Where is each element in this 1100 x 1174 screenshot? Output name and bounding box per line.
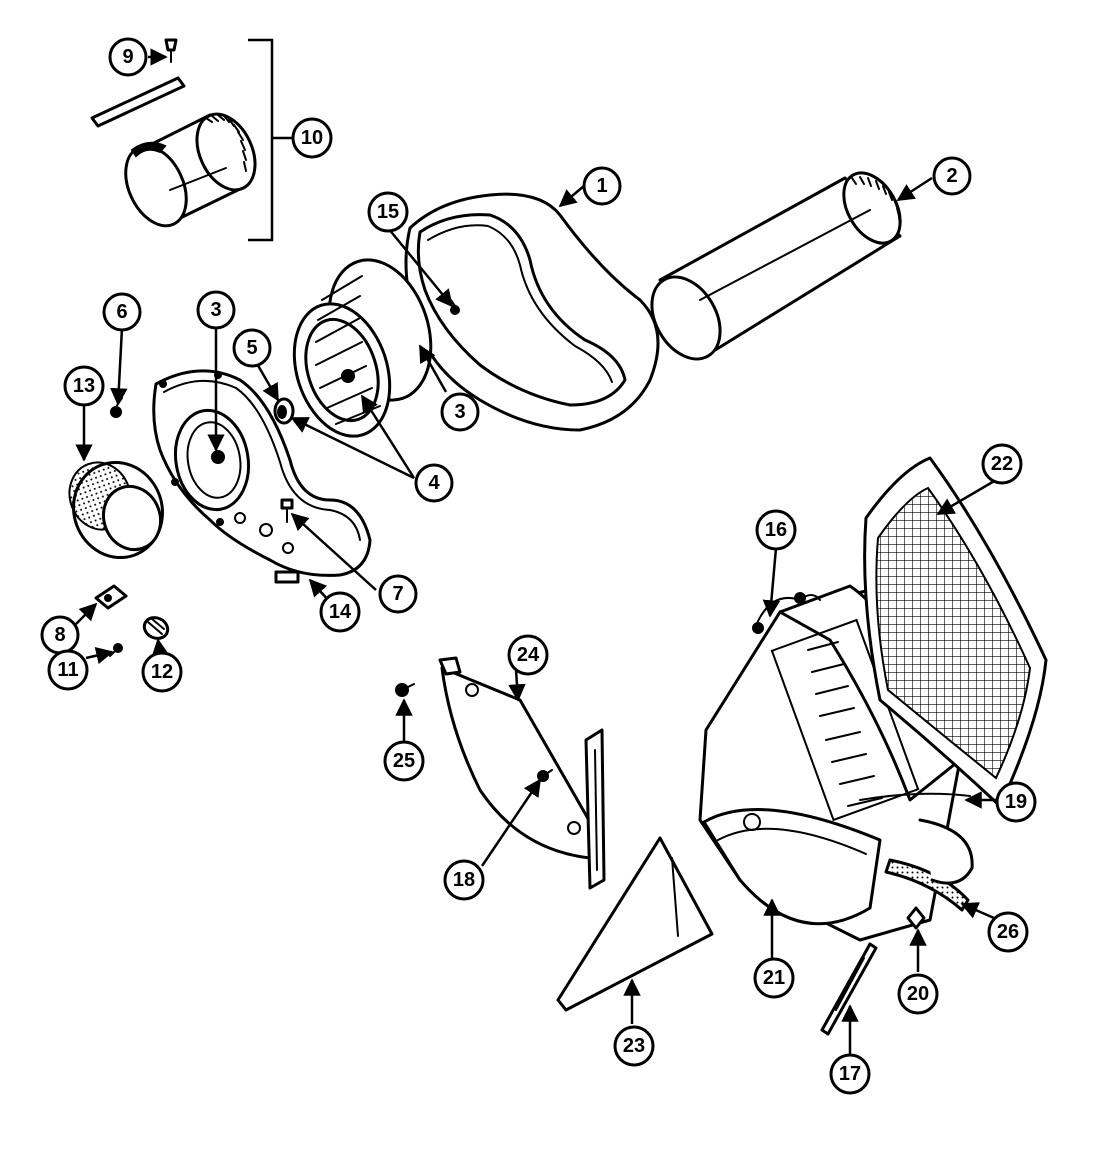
svg-text:25: 25 [393,750,415,772]
callout-10: 10 [291,117,333,159]
svg-text:5: 5 [246,337,257,359]
callout-18: 18 [443,859,485,901]
part-2-exhaust-tube [650,171,902,361]
part-16-wire-harness [752,592,821,634]
callout-8: 8 [40,615,80,655]
svg-text:13: 13 [73,375,95,397]
svg-text:15: 15 [377,201,399,223]
part-1-duct [404,192,660,432]
part-12-grommet [142,616,170,640]
callout-14: 14 [319,591,361,633]
callout-21: 21 [753,957,795,999]
callout-22: 22 [981,443,1023,485]
callout-24: 24 [507,634,549,676]
part-19-seal [859,792,971,801]
svg-text:1: 1 [596,175,607,197]
svg-text:4: 4 [428,472,440,494]
svg-text:10: 10 [301,127,323,149]
part-6-screw [110,397,123,418]
callout-17: 17 [829,1053,871,1095]
svg-text:11: 11 [57,659,78,681]
callout-25: 25 [383,740,425,782]
callout-11: 11 [47,649,89,691]
svg-text:3: 3 [454,401,465,423]
callout-5: 5 [232,328,272,368]
callout-6: 6 [102,292,142,332]
part-10-group-bracket [248,38,274,242]
svg-text:22: 22 [991,453,1013,475]
part-22-lint-screen [863,456,1048,808]
svg-text:21: 21 [763,967,785,989]
part-26-foam-seal [884,818,974,912]
svg-text:23: 23 [623,1035,645,1057]
callout-15: 15 [367,191,409,233]
part-11-screw [109,643,123,657]
part-13-seal-ring [68,460,164,560]
part-9-screw [164,38,178,63]
part-17-strip [820,942,878,1036]
callout-9: 9 [108,37,148,77]
callout-4: 4 [414,463,454,503]
svg-text:26: 26 [997,921,1019,943]
callout-3-right: 3 [440,392,480,432]
svg-text:24: 24 [517,644,540,666]
callout-2: 2 [932,156,972,196]
callout-23: 23 [613,1025,655,1067]
svg-text:16: 16 [765,519,787,541]
callout-1: 1 [582,166,622,206]
part-18-screw [537,769,553,782]
svg-text:7: 7 [392,583,403,605]
svg-text:19: 19 [1005,791,1027,813]
callout-19: 19 [995,781,1037,823]
part-20-clip [906,906,926,930]
callout-20: 20 [897,973,939,1015]
callout-13: 13 [63,365,105,407]
svg-text:20: 20 [907,983,929,1005]
part-23-triangular-panel [556,836,714,1012]
callout-16: 16 [755,509,797,551]
part-14-blower-housing [152,369,372,584]
part-24-cover-plate [438,656,606,890]
part-8-clip [94,584,128,610]
part-5-bushing [273,397,295,425]
callout-7: 7 [378,574,418,614]
callout-3-left: 3 [196,290,236,330]
svg-text:17: 17 [839,1063,861,1085]
svg-text:9: 9 [122,46,133,68]
svg-text:8: 8 [54,624,65,646]
svg-text:12: 12 [151,661,173,683]
svg-text:2: 2 [946,165,957,187]
svg-text:6: 6 [116,301,127,323]
part-10-bracket-strip [90,76,186,128]
svg-text:18: 18 [453,869,475,891]
part-25-screw [395,683,415,697]
callout-26: 26 [987,911,1029,953]
svg-text:14: 14 [329,601,352,623]
svg-text:3: 3 [210,299,221,321]
part-7-screw [280,498,294,523]
part-10-cylinder [124,112,257,228]
leader-lines [75,48,1000,1054]
callout-12: 12 [141,651,183,693]
